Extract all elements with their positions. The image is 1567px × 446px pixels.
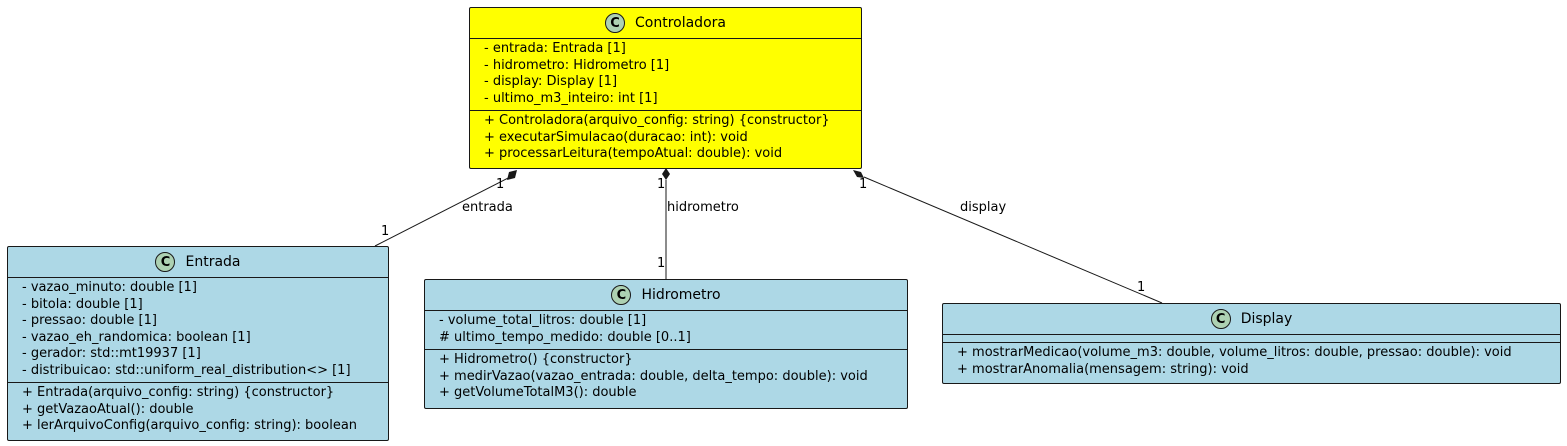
class-hidrometro[interactable]: C Hidrometro - volume_total_litros: doub…	[424, 279, 908, 409]
method: + mostrarMedicao(volume_m3: double, volu…	[957, 345, 1512, 360]
class-badge-icon: C	[155, 252, 176, 272]
attribute: - pressao: double [1]	[22, 313, 157, 328]
attributes-section: - volume_total_litros: double [1] # ulti…	[425, 311, 907, 350]
method: + medirVazao(vazao_entrada: double, delt…	[439, 368, 868, 384]
attributes-section	[943, 335, 1560, 343]
attribute: - vazao_eh_randomica: boolean [1]	[22, 329, 251, 345]
class-header: C Entrada	[8, 247, 388, 278]
method: + lerArquivoConfig(arquivo_config: strin…	[22, 418, 358, 433]
methods-section: + Controladora(arquivo_config: string) {…	[470, 111, 861, 166]
class-name: Entrada	[185, 254, 241, 270]
attribute: - distribuicao: std::uniform_real_distri…	[22, 362, 351, 378]
class-name: Controladora	[635, 15, 726, 31]
class-header: C Hidrometro	[425, 280, 907, 311]
composition-line-display	[863, 176, 1163, 304]
multiplicity-source-display: 1	[859, 177, 868, 192]
multiplicity-target-hidrometro: 1	[657, 256, 666, 271]
class-badge-icon: C	[1210, 309, 1231, 329]
relation-label-entrada: entrada	[462, 200, 513, 215]
class-header: C Display	[943, 304, 1560, 335]
composition-diamond-entrada	[507, 170, 517, 180]
attribute: - vazao_minuto: double [1]	[22, 280, 197, 295]
composition-diamond-display	[853, 170, 864, 178]
method: + mostrarAnomalia(mensagem: string): voi…	[957, 361, 1249, 377]
method: + getVazaoAtual(): double	[22, 401, 194, 417]
method: + Entrada(arquivo_config: string) {const…	[22, 385, 335, 400]
method: + Controladora(arquivo_config: string) {…	[484, 113, 830, 128]
attribute: - display: Display [1]	[484, 74, 618, 89]
class-badge-icon: C	[611, 285, 632, 305]
class-name: Display	[1240, 311, 1293, 327]
attribute: - bitola: double [1]	[22, 296, 143, 312]
multiplicity-target-display: 1	[1137, 280, 1146, 295]
attribute: # ultimo_tempo_medido: double [0..1]	[439, 329, 691, 345]
attributes-section: - vazao_minuto: double [1] - bitola: dou…	[8, 278, 388, 383]
composition-line-entrada	[374, 175, 513, 247]
attribute: - gerador: std::mt19937 [1]	[22, 346, 201, 361]
methods-section: + Hidrometro() {constructor} + medirVaza…	[425, 350, 907, 405]
relation-label-display: display	[960, 200, 1007, 215]
class-header: C Controladora	[470, 8, 861, 39]
multiplicity-target-entrada: 1	[381, 224, 390, 239]
methods-section: + mostrarMedicao(volume_m3: double, volu…	[943, 343, 1560, 381]
method: + processarLeitura(tempoAtual: double): …	[484, 146, 783, 161]
class-name: Hidrometro	[641, 287, 721, 303]
class-controladora[interactable]: C Controladora - entrada: Entrada [1] - …	[469, 7, 862, 169]
method: + executarSimulacao(duracao: int): void	[484, 129, 748, 145]
method: + Hidrometro() {constructor}	[439, 352, 633, 367]
attribute: - hidrometro: Hidrometro [1]	[484, 57, 670, 73]
methods-section: + Entrada(arquivo_config: string) {const…	[8, 383, 388, 438]
attribute: - volume_total_litros: double [1]	[439, 313, 647, 328]
multiplicity-source-entrada: 1	[496, 177, 505, 192]
class-display[interactable]: C Display + mostrarMedicao(volume_m3: do…	[942, 303, 1561, 384]
multiplicity-source-hidrometro: 1	[657, 177, 666, 192]
class-badge-icon: C	[605, 13, 625, 33]
attribute: - ultimo_m3_inteiro: int [1]	[484, 90, 658, 106]
class-entrada[interactable]: C Entrada - vazao_minuto: double [1] - b…	[7, 246, 389, 441]
attribute: - entrada: Entrada [1]	[484, 41, 626, 56]
relation-label-hidrometro: hidrometro	[667, 200, 739, 215]
composition-diamond-hidrometro	[662, 168, 670, 180]
method: + getVolumeTotalM3(): double	[439, 385, 637, 400]
attributes-section: - entrada: Entrada [1] - hidrometro: Hid…	[470, 39, 861, 111]
